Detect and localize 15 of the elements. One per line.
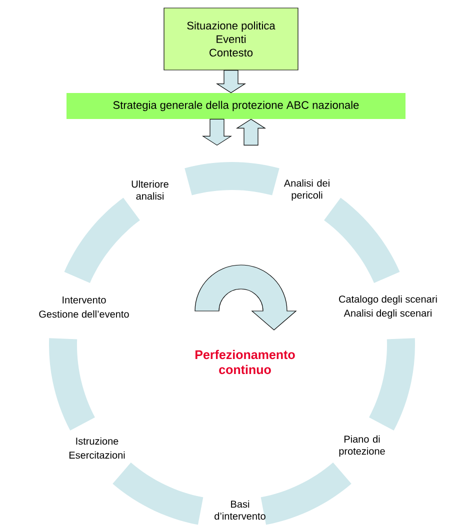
block-arrow xyxy=(202,118,232,146)
step-label: Intervento xyxy=(62,296,106,304)
step-label: Analisi dei pericoli xyxy=(284,179,330,201)
strategy-band: Strategia generale della protezione ABC nazionale xyxy=(66,93,406,119)
step-label: Analisi degli scenari xyxy=(344,309,432,319)
step-label: Ulteriore analisi xyxy=(132,180,168,200)
step-label: Basi d’intervento xyxy=(214,500,266,520)
step-label: Catalogo degli scenari xyxy=(339,295,437,305)
step-label: Istruzione xyxy=(76,437,118,445)
step-label: Piano di protezione xyxy=(339,435,385,457)
block-arrow xyxy=(216,70,246,94)
step-label: Esercitazioni xyxy=(69,451,125,459)
center-label: Perfezionamento continuo xyxy=(195,350,295,374)
step-label: Gestione dell’evento xyxy=(39,310,129,318)
text-box: Situazione politica Eventi Contesto xyxy=(164,8,298,70)
